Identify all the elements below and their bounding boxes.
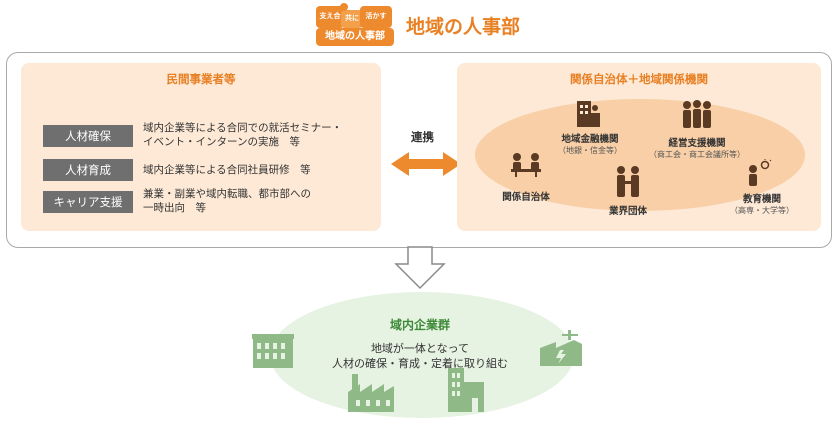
public-sector-title: 関係自治体＋地域関係機関: [570, 72, 708, 86]
puzzle-piece-3: 活かす: [360, 6, 392, 28]
row-text-line: 一時出向 等: [143, 202, 206, 214]
row-label-recruitment: 人材確保: [43, 125, 133, 147]
office-building-icon: [252, 334, 294, 368]
org-name: 経営支援機関: [668, 138, 726, 149]
org-regional-finance: 地域金融機関 （地銀・信金等）: [535, 131, 645, 156]
row-text-line: 域内企業等による合同での就活セミナー・: [143, 122, 343, 134]
org-local-government: 関係自治体: [491, 189, 561, 203]
collaboration-box: 民間事業者等 人材確保 域内企業等による合同での就活セミナー・ イベント・インタ…: [6, 52, 832, 248]
puzzle-knob: [340, 3, 348, 11]
regional-companies-ellipse: [270, 292, 574, 418]
double-arrow-icon: [391, 152, 461, 176]
org-name: 業界団体: [608, 206, 647, 217]
org-name: 地域金融機関: [561, 134, 619, 145]
meeting-icon: [511, 153, 541, 177]
factory-icon: [348, 374, 394, 412]
bank-icon: [577, 101, 600, 127]
org-sub: （地銀・信金等）: [558, 146, 622, 155]
header: 支え合 共に 活かす 地域の人事部 地域の人事部: [316, 3, 596, 50]
handshake-icon: [617, 166, 639, 197]
row-label-career: キャリア支援: [43, 191, 133, 213]
lightbulb-person-icon: [749, 159, 772, 186]
puzzle-piece-1: 支え合: [316, 6, 344, 28]
puzzle-name: 地域の人事部: [316, 28, 394, 46]
link-label: 連携: [411, 130, 434, 144]
page-title: 地域の人事部: [406, 16, 521, 38]
row-text-line: 兼業・副業や域内転職、都市部への: [143, 188, 311, 200]
power-plant-icon: [540, 330, 582, 366]
org-industry-group: 業界団体: [593, 203, 663, 217]
org-name: 関係自治体: [502, 192, 550, 203]
row-text-career: 兼業・副業や域内転職、都市部への 一時出向 等: [143, 187, 373, 215]
puzzle-logo-icon: 支え合 共に 活かす 地域の人事部: [316, 3, 394, 48]
regional-companies-title: 域内企業群: [389, 318, 450, 332]
org-sub: （商工会・商工会議所等）: [649, 150, 745, 159]
regional-companies-line1: 地域が一体となって: [370, 342, 470, 355]
row-label-training: 人材育成: [43, 159, 133, 181]
org-education: 教育機関 （高専・大学等）: [707, 191, 817, 216]
org-name: 教育機関: [742, 194, 781, 205]
public-sector-panel: 関係自治体＋地域関係機関 地域金融機関 （地銀・信金等） 経営支援機関 （商工会…: [457, 63, 821, 231]
org-business-support: 経営支援機関 （商工会・商工会議所等）: [637, 135, 757, 160]
business-people-icon: [683, 100, 711, 128]
row-text-line: 域内企業等による合同社員研修 等: [143, 164, 311, 176]
row-text-line: イベント・インターンの実施 等: [143, 136, 300, 148]
row-text-training: 域内企業等による合同社員研修 等: [143, 163, 373, 177]
regional-companies-line2: 人材の確保・育成・定着に取り組む: [332, 357, 508, 370]
puzzle-piece-2: 共に: [341, 10, 363, 28]
private-sector-panel: 民間事業者等 人材確保 域内企業等による合同での就活セミナー・ イベント・インタ…: [21, 63, 381, 231]
tower-building-icon: [448, 368, 484, 412]
org-sub: （高専・大学等）: [730, 206, 794, 215]
private-sector-title: 民間事業者等: [166, 72, 236, 86]
org-ellipse: [475, 99, 805, 211]
row-text-recruitment: 域内企業等による合同での就活セミナー・ イベント・インターンの実施 等: [143, 121, 373, 149]
down-arrow-icon: [394, 246, 446, 290]
